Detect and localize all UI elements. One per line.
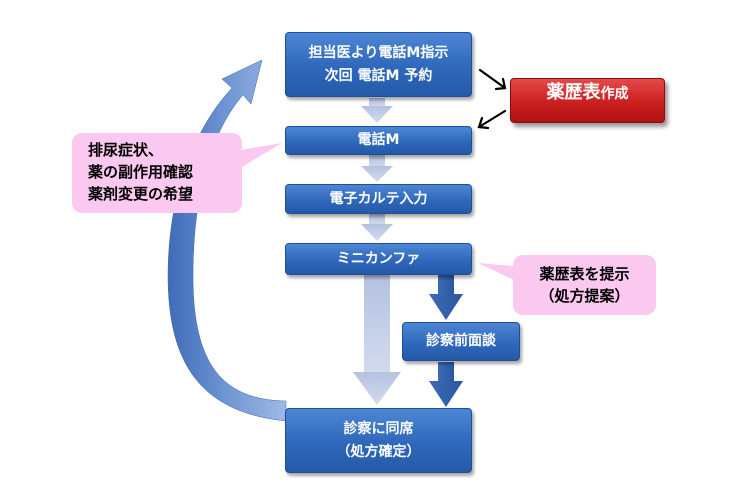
left-callout-line-3: 薬剤変更の希望 — [88, 184, 194, 203]
karte-label: 電子カルテ入力 — [329, 190, 428, 207]
conference-label: ミニカンファ — [336, 250, 421, 267]
exam-line-2: （処方確定） — [336, 443, 421, 460]
karte-box: 電子カルテ入力 — [285, 184, 472, 214]
instruction-line-1: 担当医より電話M指示 — [308, 45, 449, 62]
exam-line-1: 診察に同席 — [343, 421, 414, 438]
pre-interview-label: 診察前面談 — [426, 333, 496, 350]
denwa-box: 電話M — [285, 126, 472, 155]
yakureki-suffix: 作成 — [600, 86, 629, 102]
arrow-from-yakureki — [477, 109, 507, 130]
instruction-line-2: 次回 電話M 予約 — [324, 67, 433, 84]
light-down-arrow — [361, 98, 393, 123]
light-down-arrow-long — [353, 275, 401, 405]
dark-down-arrow — [429, 362, 463, 407]
exam-box: 診察に同席 （処方確定） — [285, 408, 472, 473]
left-callout: 排尿症状、 薬の副作用確認 薬剤変更の希望 — [72, 133, 242, 213]
light-down-arrow — [361, 214, 393, 241]
right-callout-line-2: （処方提案） — [539, 287, 630, 305]
right-callout-line-1: 薬歴表を提示 — [539, 264, 630, 283]
curved-return-arrow — [167, 59, 287, 441]
left-callout-line-1: 排尿症状、 — [88, 141, 164, 160]
instruction-box: 担当医より電話M指示 次回 電話M 予約 — [285, 32, 472, 97]
yakureki-box: 薬歴表 作成 — [510, 78, 665, 123]
right-callout-pointer — [478, 263, 514, 280]
left-callout-line-2: 薬の副作用確認 — [88, 163, 194, 182]
dark-down-arrow — [429, 275, 463, 320]
pre-interview-box: 診察前面談 — [402, 322, 520, 361]
light-down-arrow — [361, 155, 393, 182]
yakureki-label: 薬歴表 — [546, 82, 601, 103]
denwa-label: 電話M — [357, 132, 400, 149]
right-callout: 薬歴表を提示 （処方提案） — [513, 255, 656, 315]
arrow-to-yakureki — [478, 68, 507, 91]
left-callout-pointer — [240, 143, 282, 168]
conference-box: ミニカンファ — [285, 243, 472, 275]
